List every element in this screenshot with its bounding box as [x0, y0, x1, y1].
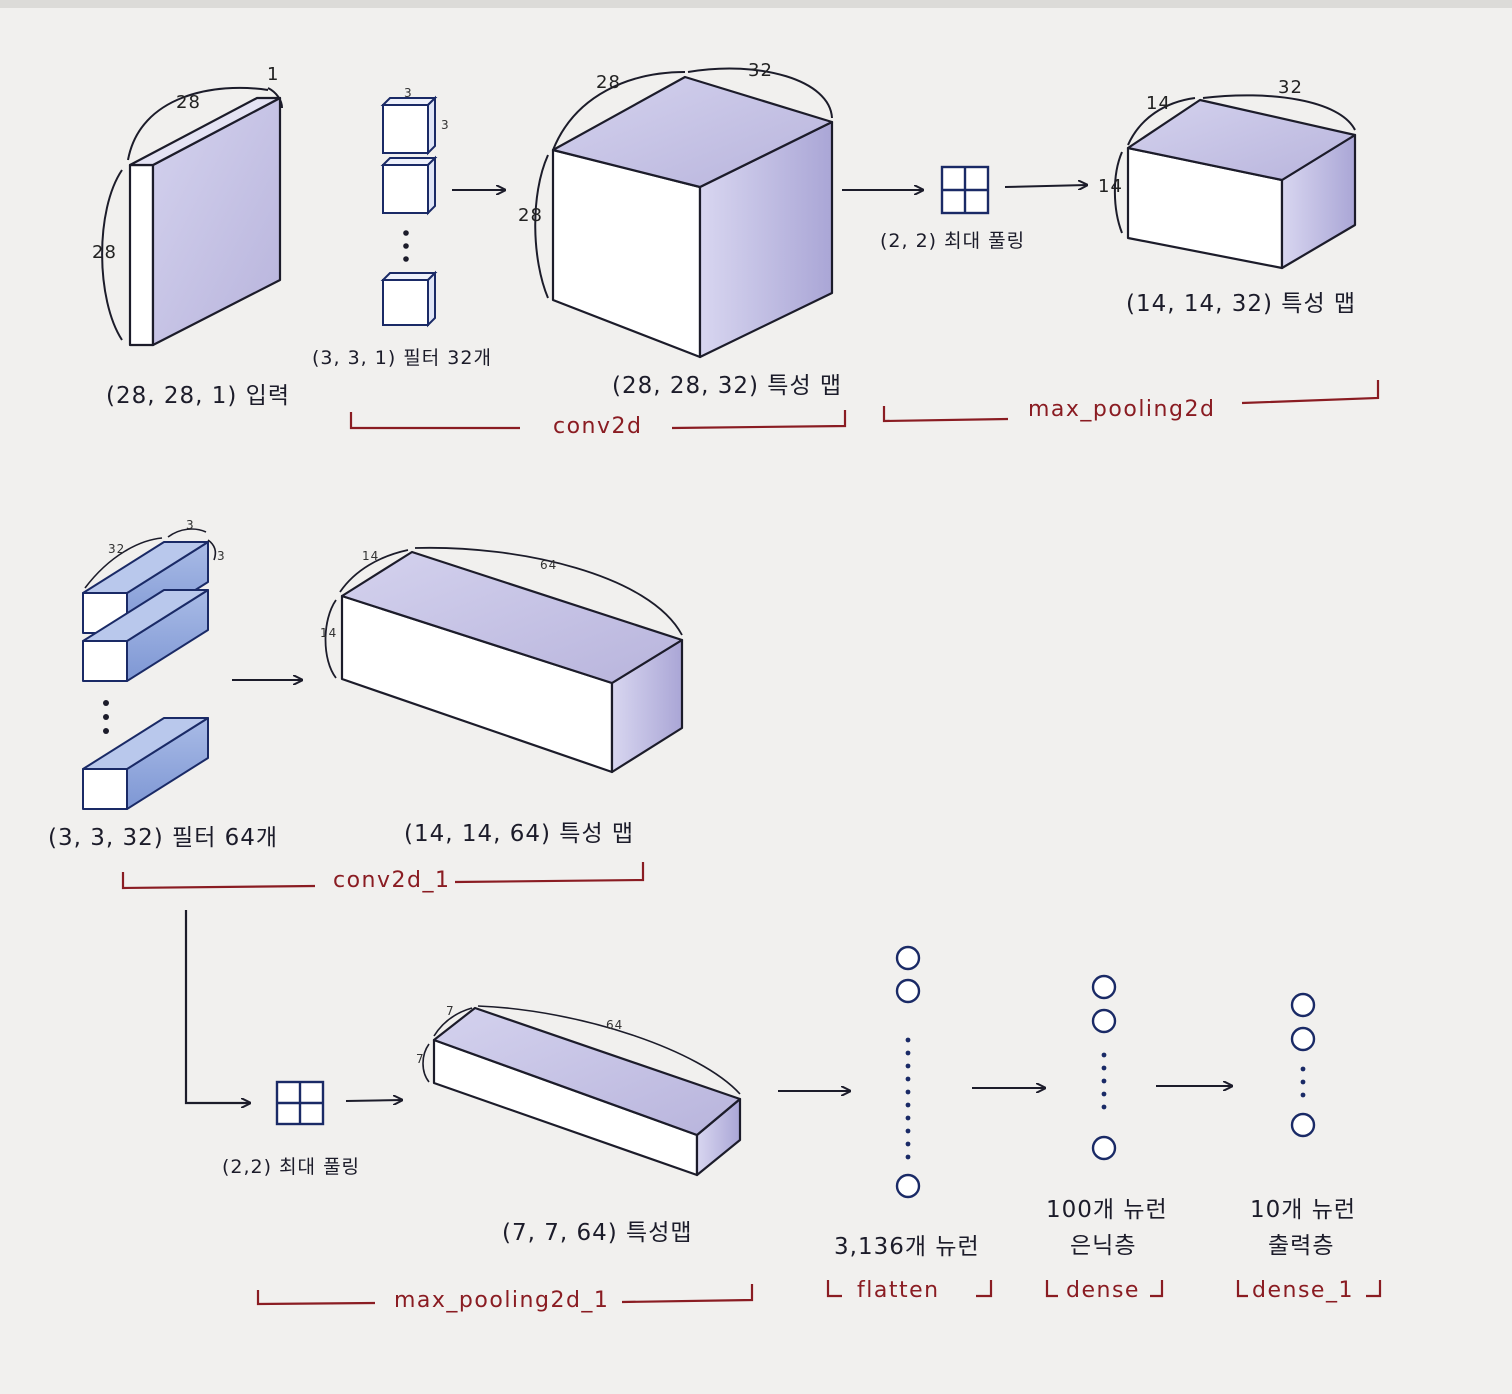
filter2-depth-curve	[84, 537, 163, 589]
page-edge	[0, 0, 1512, 8]
conv1-height-label: 28	[518, 205, 543, 226]
conv1-width-label: 28	[596, 72, 621, 93]
input-slab	[128, 96, 282, 347]
flatten-neurons	[895, 945, 921, 1199]
layer-label-dense-1: dense_1	[1252, 1278, 1354, 1303]
layer-label-flatten: flatten	[857, 1278, 940, 1303]
hidden-neurons	[1091, 974, 1117, 1161]
output-caption-count: 10개 뉴런	[1250, 1197, 1357, 1223]
layer-label-dense: dense	[1066, 1278, 1140, 1303]
input-depth-label: 1	[267, 64, 280, 85]
conv2-height-curve	[324, 599, 337, 679]
arrow-pool-to-map	[1004, 185, 1087, 187]
pool2-height-label: 7	[416, 1052, 425, 1066]
conv1-width-curve	[552, 71, 686, 151]
filter-stack-1-ellipsis	[403, 230, 409, 262]
filter2-depth-label: 32	[108, 542, 126, 556]
conv2-height-label: 14	[320, 626, 338, 640]
pool1-depth-label: 32	[1278, 77, 1303, 98]
pool2-caption: (2,2) 최대 풀링	[222, 1156, 361, 1178]
bracket-flatten	[826, 1280, 993, 1298]
filter1-dim-a-label: 3	[404, 86, 413, 100]
layer-label-max-pooling2d: max_pooling2d	[1028, 397, 1216, 422]
output-neurons	[1290, 992, 1316, 1138]
pool2-width-curve	[433, 1007, 473, 1037]
hidden-caption-type: 은닉층	[1070, 1233, 1137, 1259]
bracket-dense-1	[1236, 1280, 1382, 1298]
input-height-curve	[101, 169, 123, 341]
arrow-pool2-to-map	[345, 1100, 402, 1101]
conv1-caption: (28, 28, 32) 특성 맵	[612, 373, 843, 399]
input-depth-curve	[267, 87, 283, 109]
filter1-dim-b-label: 3	[441, 118, 450, 132]
pool1-width-label: 14	[1146, 93, 1171, 114]
pool2-width-label: 7	[446, 1004, 455, 1018]
pool1-width-curve	[1127, 97, 1196, 146]
filter1-caption: (3, 3, 1) 필터 32개	[312, 347, 492, 369]
input-caption: (28, 28, 1) 입력	[106, 383, 290, 409]
conv2-width-curve	[339, 549, 409, 593]
hidden-caption-count: 100개 뉴런	[1046, 1197, 1168, 1223]
bracket-max-pooling2d-1	[256, 1284, 754, 1306]
flatten-neurons-ellipsis	[905, 1037, 911, 1160]
layer-label-max-pooling2d-1: max_pooling2d_1	[394, 1288, 610, 1313]
input-width-curve	[127, 86, 269, 161]
pool2-height-curve	[422, 1043, 430, 1083]
filter-stack-2	[82, 541, 209, 810]
conv-box-2	[340, 550, 684, 774]
filter2-caption: (3, 3, 32) 필터 64개	[48, 825, 279, 851]
pool2-depth-label: 64	[606, 1018, 624, 1032]
pool-grid-icon-1	[940, 165, 990, 215]
pool2-depth-curve	[477, 1005, 741, 1095]
filter2-dim-b-label: 3	[217, 549, 226, 563]
input-width-label: 28	[176, 92, 201, 113]
filter2-dim-curve-b	[207, 539, 217, 561]
input-height-label: 28	[92, 242, 117, 263]
bracket-conv2d	[349, 410, 847, 430]
conv1-depth-label: 32	[748, 60, 773, 81]
conv2-caption: (14, 14, 64) 특성 맵	[404, 821, 635, 847]
bracket-max-pooling2d	[882, 380, 1380, 423]
pool1-depth-curve	[1202, 94, 1356, 131]
layer-label-conv2d-1: conv2d_1	[333, 868, 451, 893]
pool1-caption: (2, 2) 최대 풀링	[880, 230, 1026, 252]
output-caption-type: 출력층	[1268, 1233, 1335, 1259]
output-neurons-ellipsis	[1300, 1066, 1306, 1098]
pool1-height-curve	[1113, 151, 1123, 234]
flatten-caption: 3,136개 뉴런	[834, 1234, 980, 1260]
conv-cube-1	[551, 75, 834, 359]
pool-grid-icon-2	[275, 1080, 325, 1126]
conv1-depth-curve	[687, 67, 833, 119]
conv1-height-curve	[534, 154, 549, 299]
layer-label-conv2d: conv2d	[553, 414, 643, 439]
pool-box-2	[432, 1006, 742, 1177]
bracket-dense	[1045, 1280, 1164, 1298]
hidden-neurons-ellipsis	[1101, 1052, 1107, 1110]
bracket-conv2d-1	[121, 862, 645, 890]
pool-cube-1	[1126, 98, 1357, 270]
filter2-dim-a-label: 3	[186, 518, 195, 532]
pool1-map-caption: (14, 14, 32) 특성 맵	[1126, 291, 1357, 317]
filter-stack-2-ellipsis	[103, 700, 109, 734]
connector-to-pool2	[184, 910, 250, 1103]
pool1-height-label: 14	[1098, 176, 1123, 197]
filter2-dim-curve-a	[167, 528, 207, 538]
pool2-map-caption: (7, 7, 64) 특성맵	[502, 1220, 693, 1246]
conv2-width-label: 14	[362, 549, 380, 563]
filter-stack-1	[380, 95, 438, 328]
conv2-depth-curve	[414, 546, 683, 636]
conv2-depth-label: 64	[540, 558, 558, 572]
